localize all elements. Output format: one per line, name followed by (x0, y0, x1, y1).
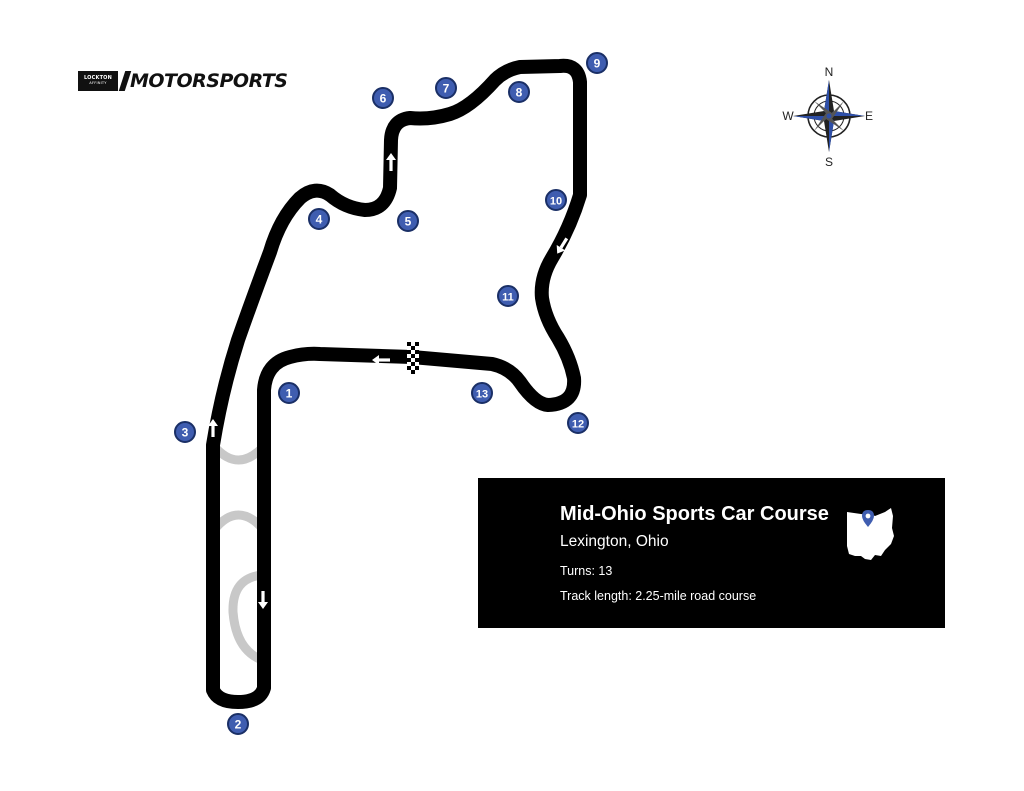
location-pin-icon (862, 510, 874, 527)
logo-badge-line1: LOCKTON (83, 75, 113, 82)
runoff-loop-3 (228, 570, 267, 665)
turn-marker-1: 1 (278, 382, 300, 404)
svg-text:1: 1 (286, 387, 293, 401)
compass-west-label: W (782, 109, 794, 123)
logo-wordmark: MOTORSPORTS (130, 70, 288, 92)
course-turns: Turns: 13 (560, 564, 613, 578)
turn-marker-11: 11 (497, 285, 519, 307)
start-finish-flag (407, 342, 419, 374)
arrow-up-center-icon (386, 153, 396, 171)
course-title: Mid-Ohio Sports Car Course (560, 503, 829, 525)
svg-text:4: 4 (316, 213, 323, 227)
svg-text:12: 12 (572, 419, 584, 431)
compass-north-label: N (825, 65, 834, 79)
svg-text:6: 6 (380, 92, 387, 106)
logo-badge: LOCKTON AFFINITY (78, 71, 118, 91)
arrow-down-right-icon (556, 237, 569, 254)
track-outline (206, 58, 587, 709)
compass-east-label: E (865, 109, 873, 123)
svg-text:3: 3 (182, 426, 189, 440)
logo: LOCKTON AFFINITY MOTORSPORTS (78, 70, 288, 92)
turn-marker-9: 9 (586, 52, 608, 74)
svg-text:7: 7 (443, 82, 450, 96)
arrow-down-bottom-icon (258, 591, 268, 609)
course-length: Track length: 2.25-mile road course (560, 589, 757, 603)
turn-marker-6: 6 (372, 87, 394, 109)
svg-text:2: 2 (235, 718, 242, 732)
info-box: Mid-Ohio Sports Car Course Lexington, Oh… (478, 478, 945, 628)
runoff-loop-2 (209, 510, 269, 535)
turn-marker-3: 3 (174, 421, 196, 443)
course-location: Lexington, Ohio (560, 533, 669, 550)
svg-text:8: 8 (516, 86, 523, 100)
runoff-loops (209, 441, 269, 665)
turn-marker-5: 5 (397, 210, 419, 232)
compass-south-label: S (825, 155, 833, 169)
direction-arrows (208, 153, 569, 609)
turn-marker-12: 12 (567, 412, 589, 434)
runoff-loop-1 (209, 441, 269, 465)
turn-marker-2: 2 (227, 713, 249, 735)
arrow-up-left-icon (208, 419, 218, 437)
svg-text:5: 5 (405, 215, 412, 229)
turn-marker-4: 4 (308, 208, 330, 230)
arrow-straight-left-icon (372, 355, 390, 365)
turn-marker-10: 10 (545, 189, 567, 211)
turn-markers: 1 2 3 4 5 6 7 8 9 10 11 12 13 (174, 52, 608, 735)
svg-text:9: 9 (594, 57, 601, 71)
svg-text:13: 13 (476, 389, 488, 401)
svg-text:11: 11 (502, 292, 514, 304)
turn-marker-8: 8 (508, 81, 530, 103)
logo-badge-line2: AFFINITY (89, 81, 107, 86)
turn-marker-13: 13 (471, 382, 493, 404)
compass-rose-icon: N S E W (782, 65, 873, 169)
ohio-state-icon (847, 508, 894, 560)
svg-text:10: 10 (550, 196, 562, 208)
turn-marker-7: 7 (435, 77, 457, 99)
